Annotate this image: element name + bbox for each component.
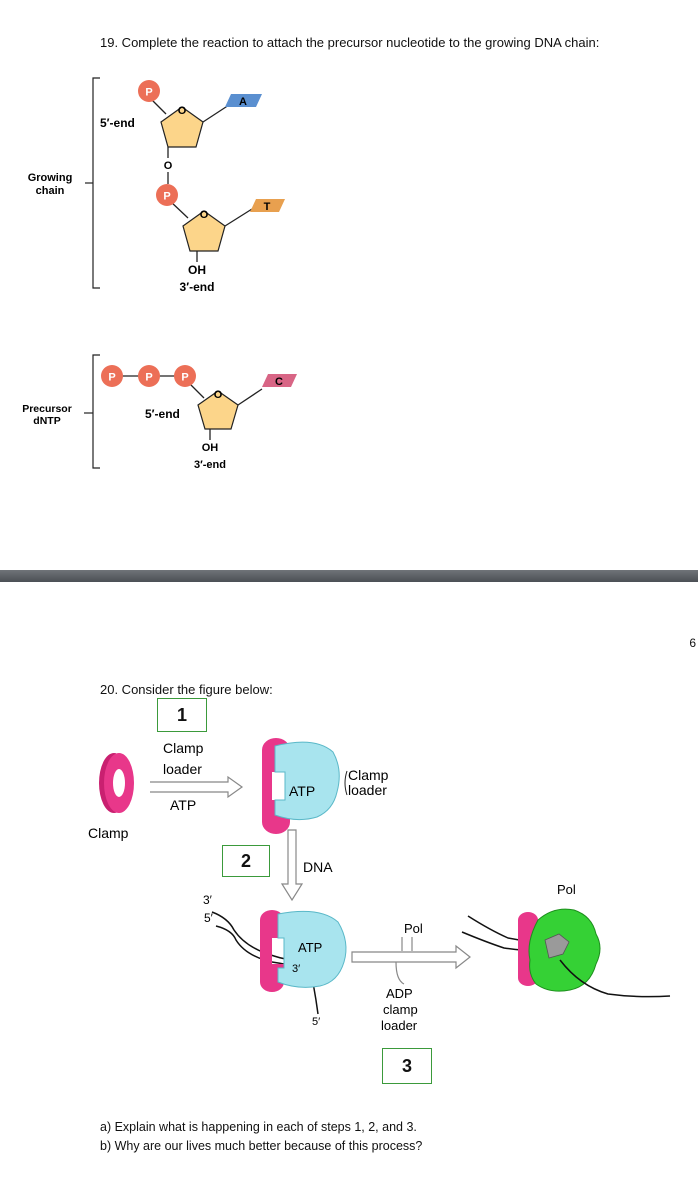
svg-text:P: P <box>145 372 152 384</box>
five-prime-bottom-label: 5′ <box>312 1016 320 1028</box>
dna-label: DNA <box>303 859 333 875</box>
loaded-clamp-complex-icon <box>260 910 347 992</box>
page-number: 6 <box>689 636 696 650</box>
sugar-icon <box>182 210 226 252</box>
phosphate-icon <box>156 184 178 206</box>
growing-chain-bracket <box>85 77 100 289</box>
step-1-box: 1 <box>157 698 207 732</box>
five-prime-label: 5′ <box>204 911 214 925</box>
clamp-loader-label-2: loader <box>163 761 202 777</box>
five-end-label: 5′-end <box>100 116 135 130</box>
svg-text:O: O <box>214 389 223 401</box>
precursor-five-end-label: 5′-end <box>145 407 180 421</box>
svg-text:O: O <box>164 160 173 172</box>
phosphate-icon <box>174 365 196 387</box>
svg-text:T: T <box>264 201 271 213</box>
phosphate-icon <box>101 365 123 387</box>
svg-text:C: C <box>275 376 283 388</box>
adp-label: ADP <box>386 986 413 1001</box>
precursor-oh-label: OH <box>202 442 219 454</box>
question-19-prompt: 19. Complete the reaction to attach the … <box>100 35 600 50</box>
clamp-ring-icon <box>99 753 134 813</box>
clamp-loader-right-label-1: Clamp <box>348 767 389 783</box>
growing-chain-label-2: chain <box>36 185 65 197</box>
growing-chain-label-1: Growing <box>28 172 73 184</box>
atp-loaded-label: ATP <box>298 940 322 955</box>
pol-label: Pol <box>404 921 423 936</box>
sugar-icon <box>160 106 204 148</box>
step-3-box: 3 <box>382 1048 432 1084</box>
svg-text:P: P <box>145 87 152 99</box>
base-a-icon <box>225 94 262 107</box>
precursor-label-1: Precursor <box>22 403 72 415</box>
atp-label: ATP <box>170 797 196 813</box>
question-20-prompt: 20. Consider the figure below: <box>100 682 273 697</box>
svg-text:A: A <box>239 96 247 108</box>
svg-text:O: O <box>178 105 187 117</box>
phosphate-icon <box>138 365 160 387</box>
question-b: b) Why are our lives much better because… <box>100 1139 423 1153</box>
clamp-loader-right-label-2: loader <box>348 782 387 798</box>
three-prime-label: 3′ <box>203 893 213 907</box>
clamp-label: Clamp <box>88 825 129 841</box>
svg-text:O: O <box>200 209 209 221</box>
atp-in-loader-label: ATP <box>289 783 315 799</box>
phosphate-icon <box>138 80 160 102</box>
svg-text:P: P <box>108 372 115 384</box>
pol-right-label: Pol <box>557 882 576 897</box>
oh-label: OH <box>188 263 206 277</box>
polymerase-icon <box>518 908 601 992</box>
precursor-bracket <box>84 354 100 469</box>
three-end-label: 3′-end <box>180 280 215 294</box>
step-2-box: 2 <box>222 845 270 877</box>
adp-clamp-label: clamp <box>383 1002 418 1017</box>
three-prime-inner-label: 3′ <box>292 963 300 975</box>
arrow-icon <box>150 775 244 799</box>
base-t-icon <box>250 199 285 212</box>
precursor-three-end-label: 3′-end <box>194 459 226 471</box>
nucleotide-diagram: Growing chain 5′-end P O A O P O T OH 3′… <box>22 77 297 471</box>
clamp-loader-label-1: Clamp <box>163 740 204 756</box>
precursor-label-2: dNTP <box>33 415 60 427</box>
svg-text:P: P <box>163 191 170 203</box>
clamp-loader-complex-icon <box>262 738 340 834</box>
sugar-icon <box>197 390 239 430</box>
down-arrow-icon <box>280 829 304 902</box>
clamp-loading-diagram: Clamp Clamp loader ATP ATP Clamp loader … <box>88 738 671 1033</box>
page-divider <box>0 570 698 582</box>
adp-loader-label: loader <box>381 1018 418 1033</box>
base-c-icon <box>262 374 297 387</box>
question-a: a) Explain what is happening in each of … <box>100 1120 417 1134</box>
right-arrow-icon <box>351 944 471 970</box>
svg-text:P: P <box>181 372 188 384</box>
